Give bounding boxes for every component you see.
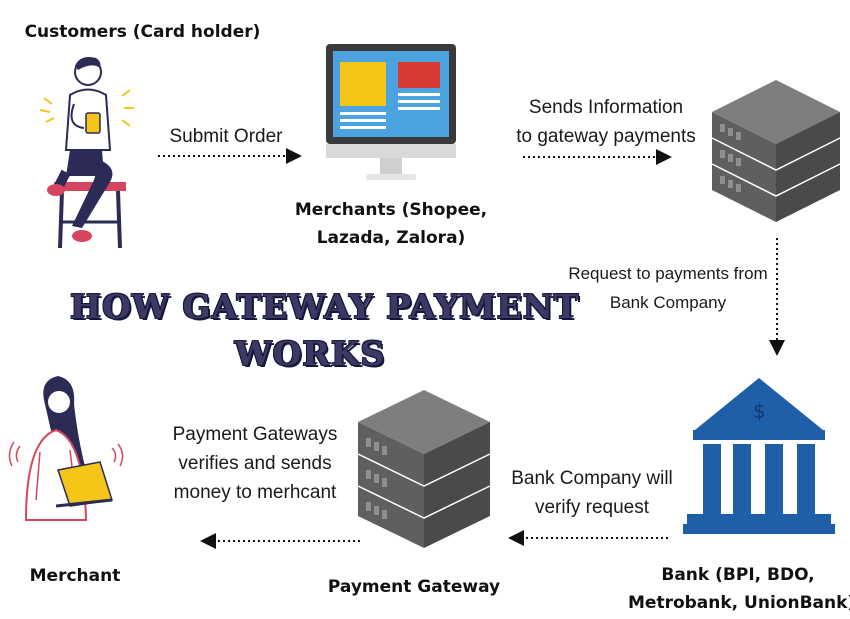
merchants-label-line1: Merchants (Shopee,: [294, 200, 488, 220]
payment-gateways-verifies-label: Payment Gateways verifies and sends mone…: [160, 420, 350, 507]
bank-icon: $: [683, 378, 835, 534]
bank-label-line2: Metrobank, UnionBank): [628, 593, 850, 613]
request-to-bank-line1: Request to payments from: [568, 264, 768, 283]
gateway-text-line3: money to merhcant: [173, 482, 337, 503]
bank-verify-line1: Bank Company will: [511, 468, 673, 489]
request-to-bank-label: Request to payments from Bank Company: [548, 259, 788, 317]
customer-person-icon: [39, 57, 134, 249]
sends-information-line2: to gateway payments: [516, 126, 696, 147]
sends-information-label: Sends Information to gateway payments: [506, 93, 706, 151]
submit-order-label: Submit Order: [169, 126, 283, 147]
server-stack-icon: [711, 80, 841, 222]
svg-text:$: $: [753, 399, 766, 423]
merchants-label: Merchants (Shopee, Lazada, Zalora): [276, 196, 506, 252]
bank-verify-label: Bank Company will verify request: [500, 464, 684, 522]
page-title: HOW GATEWAY PAYMENT WORKS: [70, 285, 580, 379]
title-line2: WORKS: [234, 334, 386, 373]
payment-gateway-label: Payment Gateway: [327, 577, 501, 597]
sends-information-line1: Sends Information: [528, 97, 684, 118]
request-to-bank-line2: Bank Company: [609, 293, 727, 312]
title-line1: HOW GATEWAY PAYMENT: [70, 287, 580, 326]
customer-label: Customers (Card holder): [24, 22, 261, 42]
bank-verify-line2: verify request: [534, 497, 650, 518]
payment-gateway-server-icon: [357, 390, 491, 548]
merchant-person-icon: [8, 376, 124, 521]
bank-label: Bank (BPI, BDO, Metrobank, UnionBank): [628, 561, 850, 617]
gateway-text-line2: verifies and sends: [178, 453, 332, 474]
merchant-label: Merchant: [29, 566, 121, 586]
merchants-label-line2: Lazada, Zalora): [316, 228, 466, 248]
monitor-icon: [326, 44, 456, 180]
bank-label-line1: Bank (BPI, BDO,: [661, 565, 815, 585]
gateway-text-line1: Payment Gateways: [172, 424, 338, 445]
